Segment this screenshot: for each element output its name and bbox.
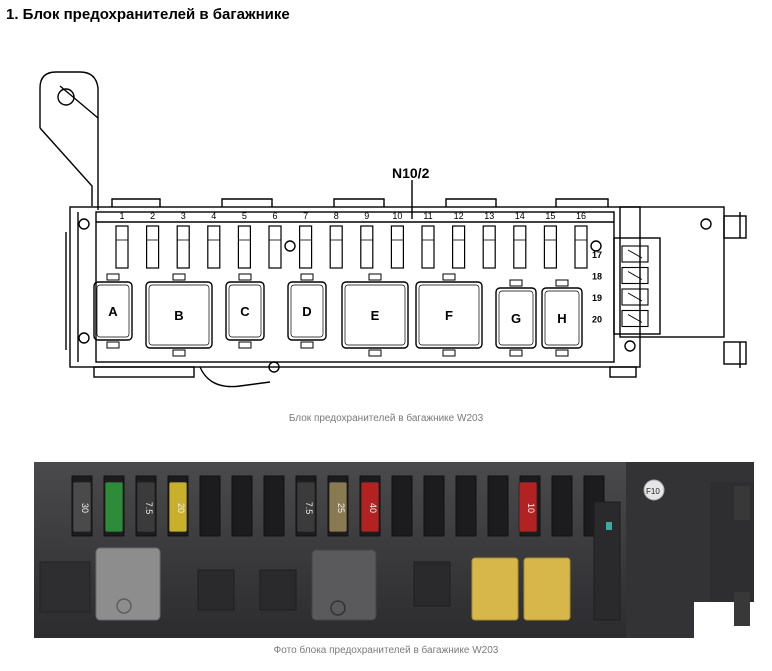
fuse-slot-10: [390, 225, 404, 269]
relay-yellow-left: [471, 557, 519, 621]
side-fuse-slot-19: [621, 288, 649, 306]
side-fuse-group: 17 18 19 20: [592, 245, 649, 328]
fuse-number-14: 14: [515, 211, 525, 221]
relay-gray-left: [95, 547, 161, 621]
side-fuse-slot-20: [621, 309, 649, 328]
fuse-number-11: 11: [423, 211, 432, 221]
relay-group: A B C D E F G H: [93, 273, 583, 357]
photo-fuse-label-5: 7.5: [304, 502, 314, 515]
photo-fuse-3: [136, 481, 156, 533]
photo-fuse-row: 30 7.5 20 7.5 25 40 10: [71, 475, 605, 537]
relay-label-g: G: [511, 311, 521, 326]
fuse-number-1: 1: [119, 211, 124, 221]
photo-fuse-4: [168, 481, 188, 533]
relay-label-a: A: [108, 304, 118, 319]
fuse-slot-13: [482, 225, 496, 269]
photo-fuse-label-3: 7.5: [144, 502, 154, 515]
fuse-number-15: 15: [545, 211, 555, 221]
side-fuse-number-20: 20: [592, 315, 602, 325]
fuse-number-13: 13: [484, 211, 494, 221]
photo-fuse-2: [104, 481, 124, 533]
photo-fuse-8: [518, 481, 538, 533]
fuse-slot-group: [115, 225, 588, 269]
photo-fuse-7: [360, 481, 380, 533]
fuse-number-9: 9: [364, 211, 369, 221]
side-fuse-number-17: 17: [592, 250, 602, 260]
photo-fuse-6: [328, 481, 348, 533]
relay-d: [287, 281, 327, 341]
relay-label-e: E: [371, 308, 380, 323]
fuse-slot-3: [176, 225, 190, 269]
side-fuse-slot-17: [621, 245, 649, 263]
corner-sticker: [643, 479, 665, 501]
fuse-slot-1: [115, 225, 129, 269]
fuse-slot-15: [543, 225, 558, 269]
relay-a: [93, 281, 133, 341]
fuse-number-7: 7: [303, 211, 308, 221]
fuse-number-8: 8: [334, 211, 339, 221]
side-fuse-slot-18: [621, 266, 649, 285]
photo-fuse-label-8: 10: [526, 503, 536, 513]
relay-g: [495, 287, 537, 349]
module-code: N10/2: [392, 165, 430, 181]
fuse-slot-9: [360, 225, 374, 269]
fuse-number-3: 3: [181, 211, 186, 221]
fuse-box-body: [69, 206, 641, 368]
relay-h: [541, 287, 583, 349]
photo-fuse-5: [296, 481, 316, 533]
photo-fuse-label-1: 30: [80, 503, 90, 513]
relay-label-c: C: [240, 304, 250, 319]
relay-b: [145, 281, 213, 349]
relay-yellow-right: [523, 557, 571, 621]
fuse-slot-7: [299, 225, 313, 269]
fuse-slot-5: [237, 225, 251, 269]
relay-e: [341, 281, 409, 349]
photo-fuse-label-4: 20: [176, 503, 186, 513]
relay-gray-middle: [311, 549, 377, 621]
mount-hole: [57, 88, 75, 106]
fuse-number-5: 5: [242, 211, 247, 221]
fuse-slot-2: [146, 225, 160, 269]
fuse-number-4: 4: [211, 211, 216, 221]
photo-fuse-label-7: 40: [368, 503, 378, 513]
fuse-box-photo: F10 30 7.5 20 7.5 25 40 10: [34, 462, 754, 638]
relay-f: [415, 281, 483, 349]
fuse-slot-11: [421, 225, 435, 269]
side-fuse-number-18: 18: [592, 272, 602, 282]
fuse-number-2: 2: [150, 211, 155, 221]
relay-label-b: B: [174, 308, 183, 323]
relay-label-f: F: [445, 308, 453, 323]
page-heading: 1. Блок предохранителей в багажнике: [6, 6, 290, 23]
fuse-slot-16: [574, 225, 588, 269]
photo-fuse-1: [72, 481, 92, 533]
fuse-slot-6: [268, 225, 282, 269]
relay-label-d: D: [302, 304, 311, 319]
fuse-number-10: 10: [392, 211, 402, 221]
fuse-number-16: 16: [576, 211, 586, 221]
relay-label-h: H: [557, 311, 566, 326]
fuse-slot-4: [207, 225, 221, 269]
diagram-caption: Блок предохранителей в багажнике W203: [288, 413, 484, 424]
bracket-outline: [39, 71, 99, 210]
fuse-number-12: 12: [454, 211, 464, 221]
side-fuse-number-19: 19: [592, 293, 602, 303]
fuse-slot-14: [513, 225, 527, 269]
relay-c: [225, 281, 265, 341]
corner-label: F10: [646, 487, 660, 496]
fuse-slot-8: [329, 225, 343, 269]
fuse-slot-12: [452, 225, 466, 269]
fuse-number-6: 6: [272, 211, 277, 221]
photo-fuse-label-6: 25: [336, 503, 346, 513]
photo-caption: Фото блока предохранителей в багажнике W…: [273, 645, 499, 656]
